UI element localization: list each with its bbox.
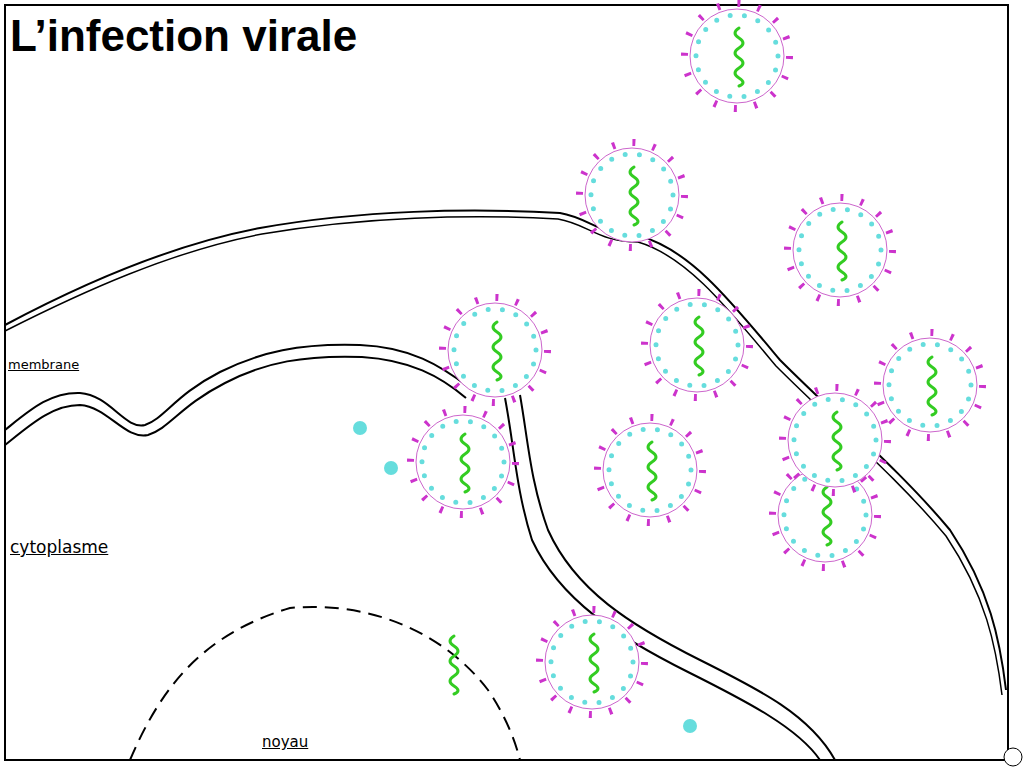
part-label: cytoplasme (10, 538, 108, 557)
capsid-protein (353, 421, 367, 435)
virus (411, 410, 516, 515)
capsid-protein (384, 461, 398, 475)
part-label: membrane (8, 358, 79, 372)
virus (878, 333, 983, 438)
virus (443, 298, 548, 403)
viral-rna (450, 636, 458, 694)
slide-title: L’infection virale (10, 14, 357, 58)
inner-membrane (5, 357, 466, 445)
corner-mark (1004, 748, 1022, 766)
virus (685, 4, 790, 109)
virus (580, 143, 685, 248)
nucleus-outline (130, 607, 520, 760)
part-label: noyau (262, 734, 308, 751)
virus (540, 610, 645, 715)
virus (788, 198, 893, 303)
virus (598, 418, 703, 523)
capsid-protein (683, 719, 697, 733)
inner-membrane (520, 395, 835, 760)
virus (645, 293, 750, 398)
inner-membrane (5, 345, 470, 430)
virus (783, 388, 888, 493)
frame (5, 5, 1008, 760)
inner-membrane (505, 398, 820, 760)
